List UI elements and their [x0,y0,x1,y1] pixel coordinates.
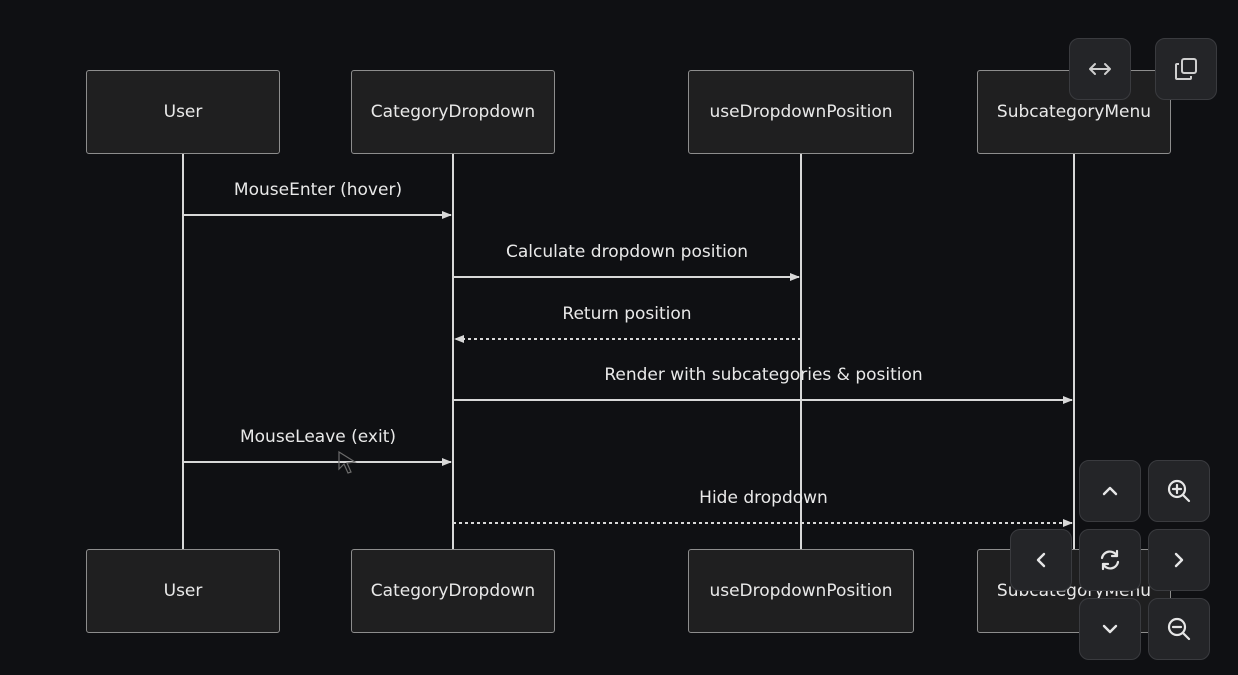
zoom-out-button[interactable] [1148,598,1210,660]
participant-category-dropdown-bottom: CategoryDropdown [351,549,555,633]
pan-up-button[interactable] [1079,460,1141,522]
message-label-6: Hide dropdown [699,488,828,508]
fit-width-icon [1089,63,1111,75]
cursor-icon [338,450,357,474]
zoom-in-icon [1167,479,1191,503]
message-label-3: Return position [562,304,692,324]
message-label-1: MouseEnter (hover) [233,180,403,200]
fit-width-button[interactable] [1069,38,1131,100]
participant-category-dropdown-top: CategoryDropdown [351,70,555,154]
participant-user-top: User [86,70,280,154]
chevron-up-icon [1102,486,1118,496]
participant-user-bottom: User [86,549,280,633]
chevron-left-icon [1036,552,1046,568]
copy-icon [1175,58,1197,80]
pan-right-button[interactable] [1148,529,1210,591]
zoom-in-button[interactable] [1148,460,1210,522]
reset-icon [1100,549,1120,571]
zoom-out-icon [1167,617,1191,641]
chevron-down-icon [1102,624,1118,634]
chevron-right-icon [1174,552,1184,568]
reset-view-button[interactable] [1079,529,1141,591]
message-label-5: MouseLeave (exit) [239,427,397,447]
participant-use-dropdown-position-top: useDropdownPosition [688,70,914,154]
pan-left-button[interactable] [1010,529,1072,591]
participant-use-dropdown-position-bottom: useDropdownPosition [688,549,914,633]
pan-down-button[interactable] [1079,598,1141,660]
copy-button[interactable] [1155,38,1217,100]
participant-subcategory-menu-bottom: SubcategoryMenu [977,549,1171,633]
message-label-2: Calculate dropdown position [505,242,749,262]
message-label-4: Render with subcategories & position [604,365,923,385]
